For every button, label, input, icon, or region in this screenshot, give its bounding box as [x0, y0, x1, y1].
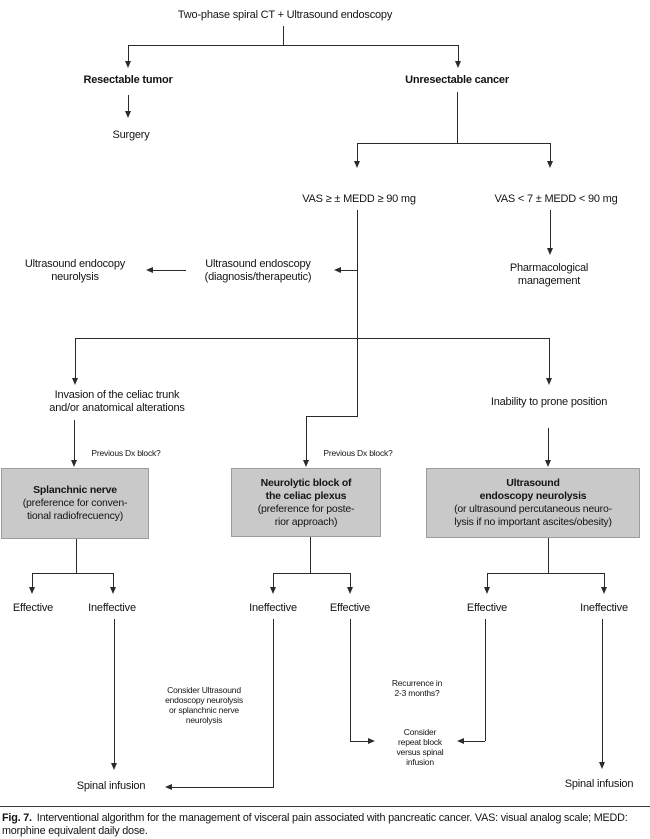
node-spinal-infusion-left: Spinal infusion — [76, 780, 146, 792]
treatment-box-neurolytic-block: Neurolytic block of the celiac plexus (p… — [231, 468, 381, 537]
label-previous-dx-block-left: Previous Dx block? — [91, 448, 161, 458]
connector-line — [341, 270, 357, 271]
connector-line — [273, 573, 350, 574]
node-invasion-celiac-trunk: Invasion of the celiac trunk and/or anat… — [49, 389, 185, 414]
note-consider-ultrasound-neurolysis: Consider Ultrasound endoscopy neurolysis… — [165, 685, 243, 725]
arrowhead — [547, 161, 553, 168]
connector-line — [550, 143, 551, 162]
node-inability-prone-position: Inability to prone position — [490, 396, 608, 408]
connector-line — [548, 538, 549, 573]
connector-line — [357, 143, 550, 144]
connector-line — [487, 573, 604, 574]
connector-line — [32, 573, 113, 574]
node-resectable-tumor: Resectable tumor — [83, 74, 173, 86]
connector-line — [273, 573, 274, 588]
connector-line — [604, 573, 605, 588]
connector-line — [357, 210, 358, 338]
connector-line — [464, 741, 485, 742]
arrowhead — [165, 784, 172, 790]
arrowhead — [545, 460, 551, 467]
arrowhead — [457, 738, 464, 744]
connector-line — [113, 573, 114, 588]
node-pharmacological-management: Pharmacological management — [509, 262, 589, 287]
connector-line — [602, 619, 603, 763]
connector-line — [128, 95, 129, 112]
note-consider-repeat-block: Consider repeat block versus spinal infu… — [396, 727, 444, 767]
connector-line — [350, 741, 368, 742]
arrowhead — [111, 763, 117, 770]
arrowhead — [547, 248, 553, 255]
connector-line — [550, 210, 551, 249]
arrowhead — [334, 267, 341, 273]
outcome-mid-effective: Effective — [329, 602, 371, 614]
node-vas-low: VAS < 7 ± MEDD < 90 mg — [494, 193, 618, 205]
connector-line — [75, 338, 549, 339]
arrowhead — [146, 267, 153, 273]
label-previous-dx-block-mid: Previous Dx block? — [323, 448, 393, 458]
figure-caption: Fig. 7.Interventional algorithm for the … — [2, 812, 648, 838]
outcome-mid-ineffective: Ineffective — [249, 602, 297, 614]
arrowhead — [455, 61, 461, 68]
arrowhead — [71, 460, 77, 467]
connector-line — [485, 619, 486, 741]
connector-line — [350, 573, 351, 588]
connector-line — [32, 573, 33, 588]
arrowhead — [546, 378, 552, 385]
connector-line — [283, 26, 284, 45]
arrowhead — [303, 460, 309, 467]
connector-line — [458, 45, 459, 62]
note-recurrence-question: Recurrence in 2-3 months? — [391, 678, 443, 698]
figure-title: Two-phase spiral CT + Ultrasound endosco… — [177, 9, 393, 21]
treatment-box-splanchnic-nerve: Splanchnic nerve (preference for conven-… — [1, 468, 149, 539]
connector-line — [172, 787, 273, 788]
arrowhead — [110, 587, 116, 594]
outcome-right-effective: Effective — [466, 602, 508, 614]
arrowhead — [354, 161, 360, 168]
connector-line — [306, 416, 307, 461]
outcome-left-ineffective: Ineffective — [88, 602, 136, 614]
connector-line — [74, 420, 75, 461]
connector-line — [114, 619, 115, 764]
arrowhead — [125, 111, 131, 118]
connector-line — [548, 428, 549, 461]
connector-line — [273, 619, 274, 788]
connector-line — [76, 539, 77, 573]
node-surgery: Surgery — [112, 129, 150, 141]
outcome-left-effective: Effective — [12, 602, 54, 614]
arrowhead — [72, 378, 78, 385]
node-unresectable-cancer: Unresectable cancer — [405, 74, 509, 86]
connector-line — [306, 416, 358, 417]
figure-caption-text: Interventional algorithm for the managem… — [2, 812, 628, 837]
outcome-right-ineffective: Ineffective — [580, 602, 628, 614]
connector-line — [310, 537, 311, 573]
connector-line — [153, 270, 186, 271]
connector-line — [357, 338, 358, 416]
arrowhead — [29, 587, 35, 594]
arrowhead — [601, 587, 607, 594]
treatment-box-ultrasound-neurolysis: Ultrasound endoscopy neurolysis (or ultr… — [426, 468, 640, 538]
arrowhead — [484, 587, 490, 594]
connector-line — [357, 143, 358, 162]
caption-divider — [0, 806, 650, 807]
arrowhead — [599, 762, 605, 769]
arrowhead — [270, 587, 276, 594]
connector-line — [128, 45, 129, 62]
figure-caption-number: Fig. 7. — [2, 812, 32, 824]
connector-line — [487, 573, 488, 588]
connector-line — [75, 338, 76, 379]
connector-line — [549, 338, 550, 379]
node-spinal-infusion-right: Spinal infusion — [564, 778, 634, 790]
connector-line — [350, 619, 351, 741]
node-ultrasound-endoscopy-diagnostic: Ultrasound endoscopy (diagnosis/therapeu… — [204, 258, 312, 283]
node-vas-high: VAS ≥ ± MEDD ≥ 90 mg — [302, 193, 416, 205]
arrowhead — [368, 738, 375, 744]
connector-line — [457, 92, 458, 143]
node-ultrasound-endoscopy-neurolysis: Ultrasound endocopy neurolysis — [24, 258, 126, 283]
arrowhead — [125, 61, 131, 68]
connector-line — [128, 45, 458, 46]
arrowhead — [347, 587, 353, 594]
